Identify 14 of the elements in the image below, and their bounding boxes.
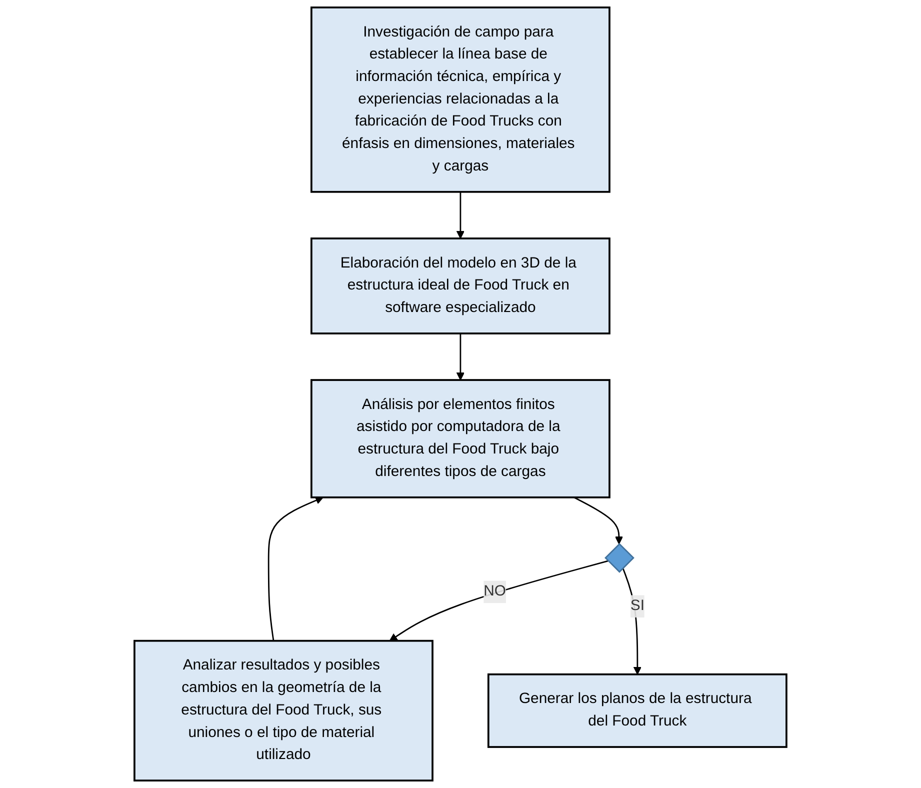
node-box: Analizar resultados y posibles cambios en la geometría de la estructura del Food Truck, sus uniones o el tipo de material utilizado xyxy=(134,640,434,782)
edge-label: SI xyxy=(630,598,645,614)
edge-label: NO xyxy=(484,584,506,600)
arrow xyxy=(389,560,608,642)
arrow xyxy=(456,333,465,380)
node-box: Elaboración del modelo en 3D de la estructura ideal de Food Truck en software especializado xyxy=(310,238,610,334)
arrow xyxy=(268,496,324,641)
node-diamond xyxy=(604,542,634,573)
node-box: Investigación de campo para establecer la línea base de información técnica, empírica y experiencias relacionadas a la fabricación de Food Trucks con énfasis en dimensiones, materiales y cargas xyxy=(310,6,610,193)
arrow xyxy=(456,192,465,239)
arrow xyxy=(574,496,624,544)
node-box: Generar los planos de la estructura del Food Truck xyxy=(488,673,788,748)
arrow xyxy=(622,568,642,675)
node-box: Análisis por elementos finitos asistido por computadora de la estructura del Food Truck bajo diferentes tipos de cargas xyxy=(310,379,610,498)
